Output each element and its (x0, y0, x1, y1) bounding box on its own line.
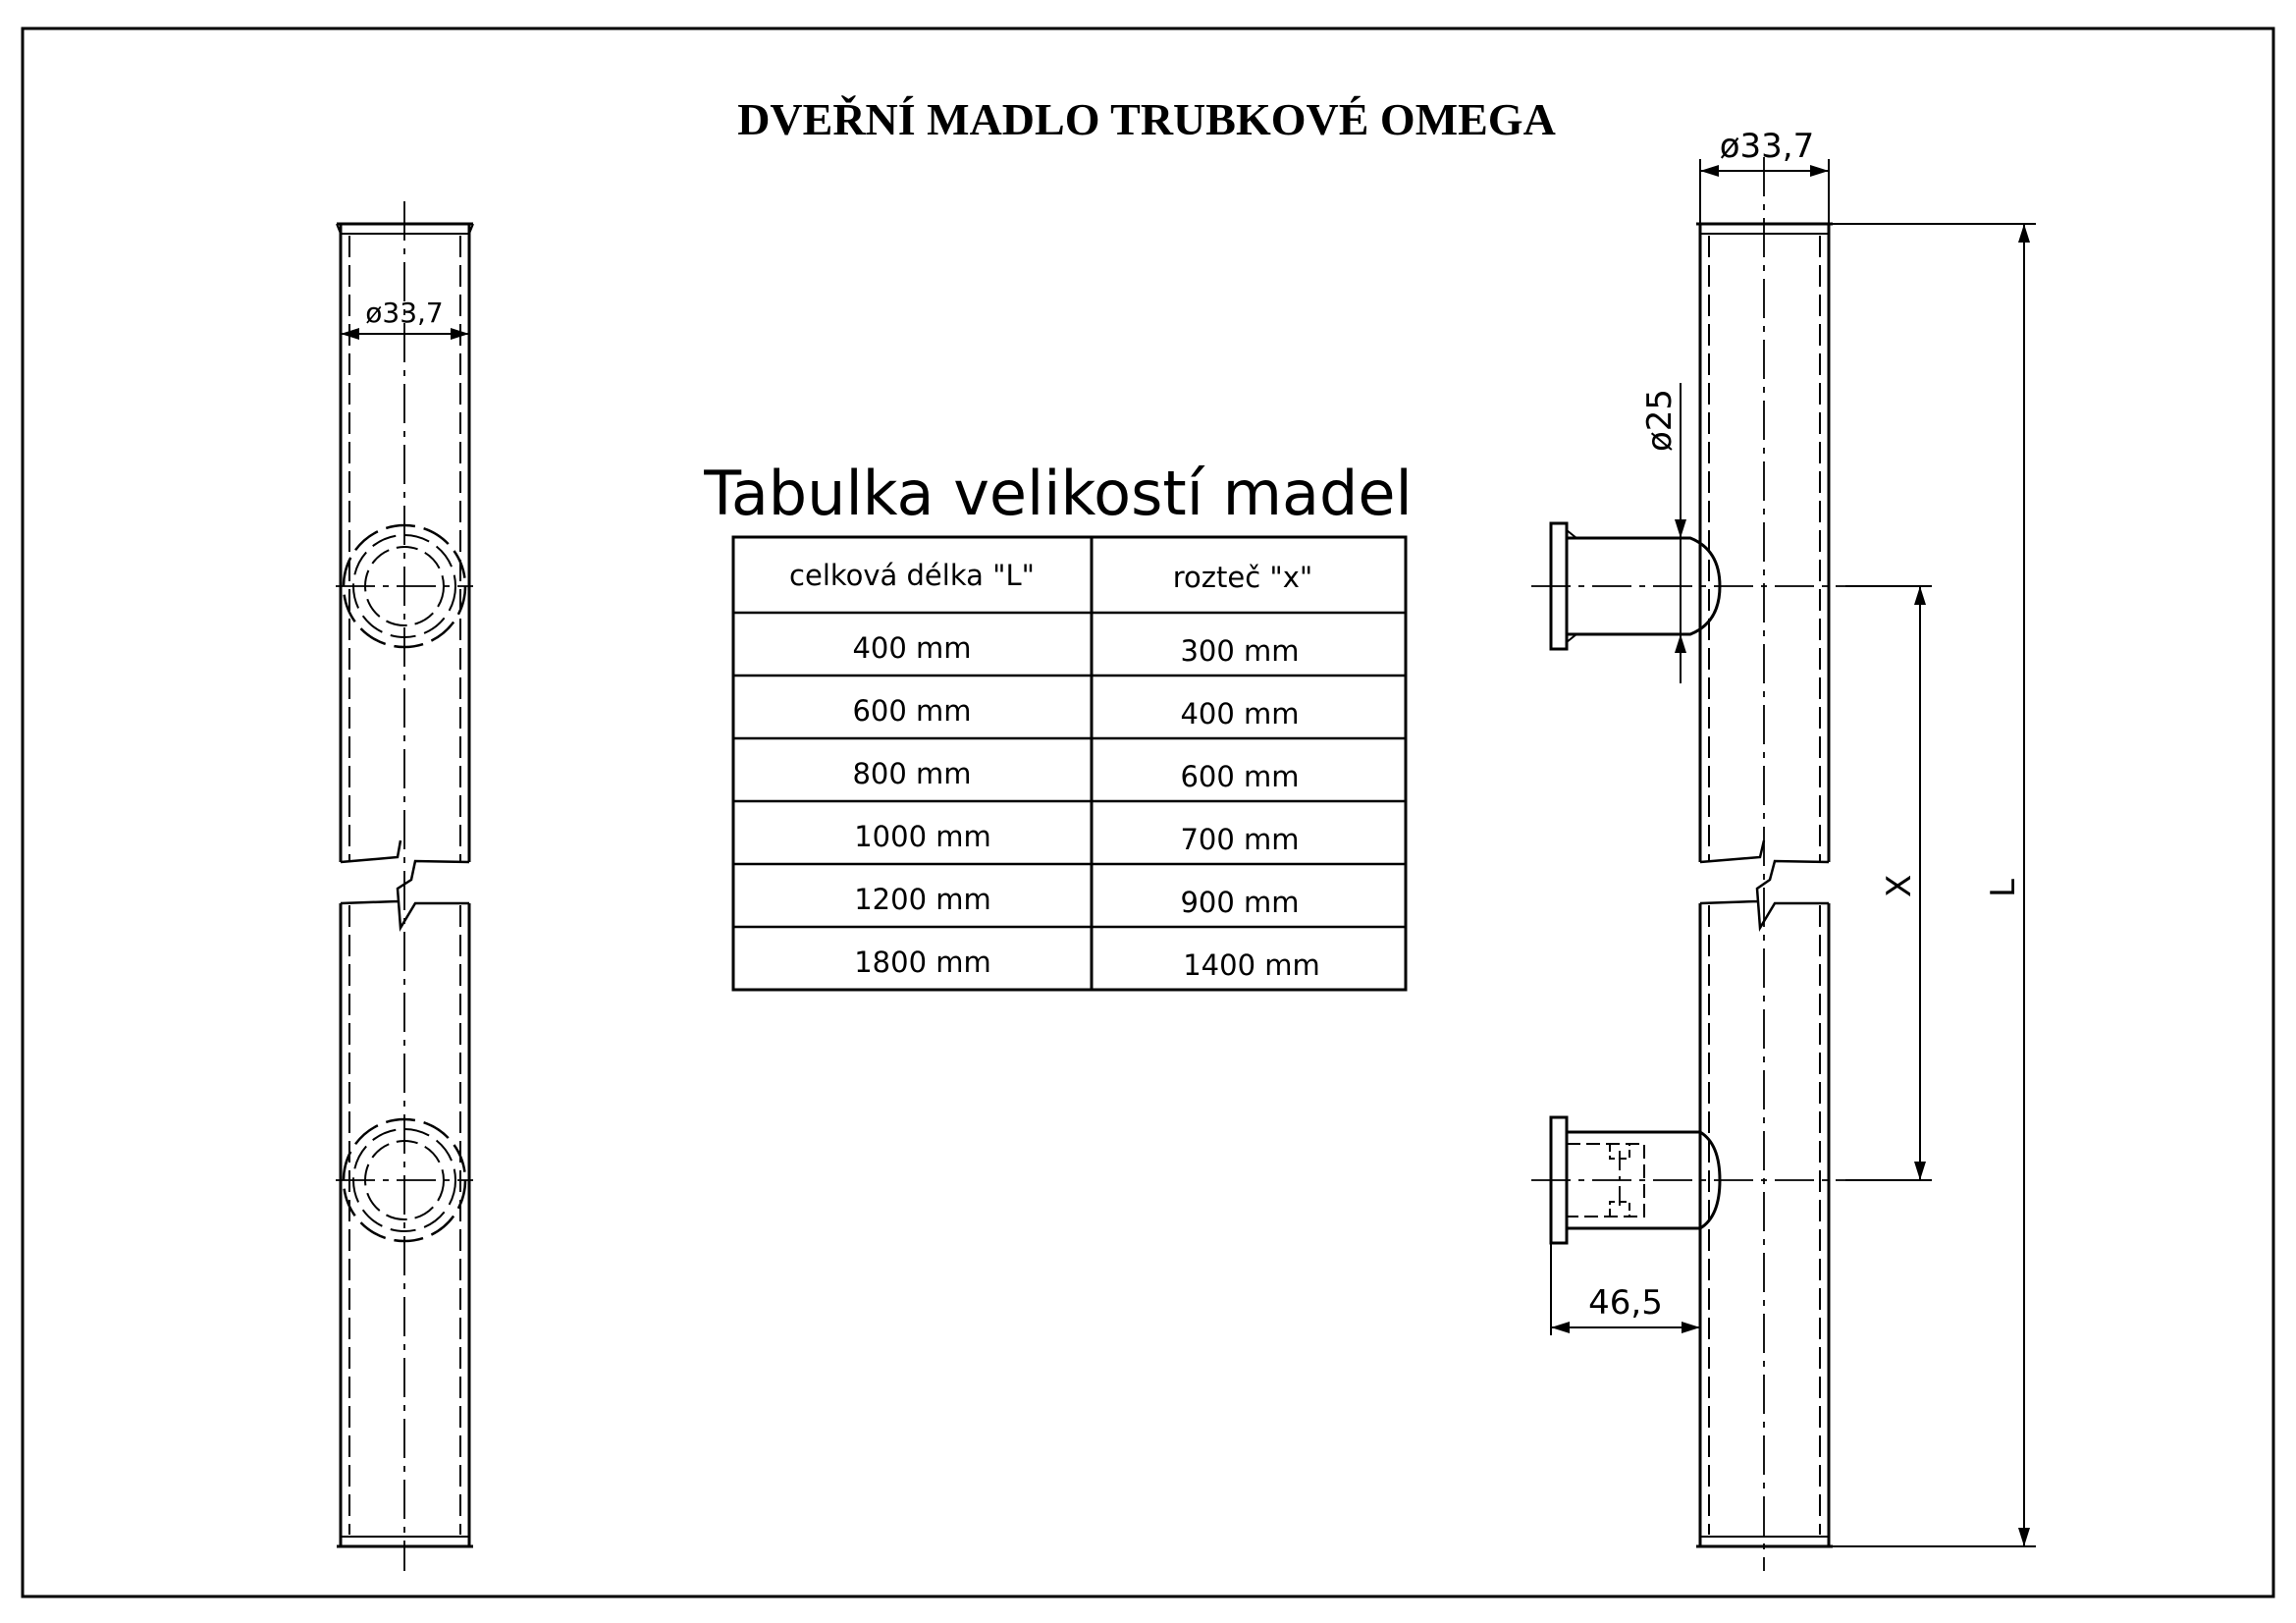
table-cell: 600 mm (852, 694, 971, 728)
front-view (336, 201, 474, 1571)
front-hidden-lines-upper (348, 236, 461, 862)
standoff-ext-lines (1550, 1243, 1701, 1546)
table-cell: 1000 mm (854, 820, 991, 853)
pitch-ext-lines (1845, 585, 1932, 1181)
front-upper-mount (336, 523, 473, 649)
table-cell: 1800 mm (854, 946, 991, 979)
length-label: L (1984, 879, 2023, 897)
drawing-title: DVEŘNÍ MADLO TRUBKOVÉ OMEGA (737, 94, 1556, 144)
front-break-line (340, 839, 470, 933)
sheet-frame (21, 27, 2275, 1598)
table-header-length: celková délka "L" (789, 559, 1035, 592)
side-hidden-lines-upper (1708, 236, 1821, 862)
table-cell: 300 mm (1180, 634, 1299, 668)
side-diameter-label: ø33,7 (1720, 127, 1815, 166)
side-view (1531, 157, 2036, 1571)
table-header-pitch: rozteč "x" (1173, 561, 1312, 594)
side-break-line (1699, 839, 1830, 933)
table-cell: 800 mm (852, 757, 971, 790)
table-cell: 900 mm (1180, 886, 1299, 919)
table-cell: 400 mm (1180, 697, 1299, 730)
front-diameter-label: ø33,7 (365, 297, 443, 329)
front-lower-mount (336, 1117, 473, 1243)
standoff-label: 46,5 (1588, 1283, 1663, 1323)
table-title: Tabulka velikostí madel (703, 458, 1413, 529)
post-diameter-label: ø25 (1640, 389, 1680, 452)
table-cell: 1400 mm (1183, 948, 1320, 982)
table-cell: 700 mm (1180, 823, 1299, 856)
length-ext-lines (1833, 223, 2036, 1547)
table-cell: 400 mm (852, 631, 971, 665)
table-cell: 600 mm (1180, 760, 1299, 793)
front-hidden-lines-lower (348, 905, 461, 1535)
table-cell: 1200 mm (854, 883, 991, 916)
pitch-label: X (1880, 875, 1919, 897)
upper-post (1531, 521, 1845, 651)
post-diameter-ext-lines (1669, 537, 1681, 635)
size-table (731, 535, 1408, 992)
lower-post (1531, 1115, 1845, 1245)
